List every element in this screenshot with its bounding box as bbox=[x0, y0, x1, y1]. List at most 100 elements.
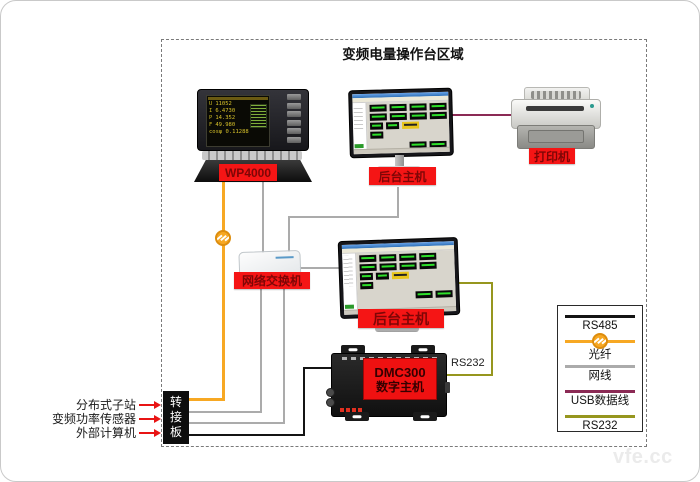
adapter-board: 转接板 bbox=[163, 391, 189, 444]
rs232-wire-label: RS232 bbox=[451, 357, 485, 369]
network-cable-segment bbox=[188, 411, 261, 413]
value-display-block bbox=[379, 254, 397, 262]
window-statusbar bbox=[353, 146, 450, 155]
network-cable-segment bbox=[397, 187, 399, 218]
monitor-stand-base bbox=[375, 326, 419, 332]
monitor-stand bbox=[395, 155, 404, 167]
wp4000-label: WP4000 bbox=[219, 164, 277, 181]
value-row bbox=[369, 111, 449, 121]
dmc300-logo-print bbox=[340, 408, 364, 412]
wp4000-screen-side-panel bbox=[250, 104, 267, 128]
dmc300-bnc-connector bbox=[326, 388, 335, 397]
legend-item-fiber: 光纤 bbox=[558, 333, 642, 363]
dmc300-bnc-connector bbox=[326, 398, 335, 407]
backend-host-middle-label: 后台主机 bbox=[358, 309, 444, 328]
operation-area-title: 变频电量操作台区域 bbox=[342, 47, 464, 62]
wp4000-screen-row: U 11052 bbox=[209, 101, 232, 107]
value-display-block bbox=[409, 112, 427, 120]
external-input-label: 分布式子站 bbox=[75, 398, 136, 412]
arrow-right-icon bbox=[139, 414, 161, 423]
printer-vent bbox=[531, 91, 581, 99]
value-display-block bbox=[429, 111, 447, 120]
monitor-bezel bbox=[348, 87, 454, 159]
wp4000-button bbox=[287, 102, 301, 109]
mounting-tab bbox=[341, 345, 365, 354]
operation-area-boundary bbox=[161, 39, 647, 447]
value-row bbox=[370, 130, 449, 139]
printer-tray bbox=[517, 125, 595, 149]
value-display-block-highlight bbox=[391, 271, 410, 280]
legend-line-net bbox=[565, 365, 635, 368]
watermark: vfe.cc bbox=[613, 446, 673, 468]
dmc300-display-line2: 数字主机 bbox=[375, 379, 424, 394]
wp4000-button bbox=[287, 136, 301, 143]
value-row bbox=[369, 121, 449, 130]
external-input-distributed-substation: 分布式子站 bbox=[35, 396, 161, 413]
rs232-cable-segment bbox=[445, 374, 493, 376]
value-row bbox=[361, 290, 456, 300]
arrow-right-icon bbox=[139, 428, 161, 437]
network-cable-segment bbox=[288, 216, 399, 218]
external-input-label: 外部计算机 bbox=[75, 426, 136, 440]
backend-host-top-label: 后台主机 bbox=[369, 167, 436, 185]
value-display-block bbox=[359, 263, 377, 272]
wp4000-screen: U 11052 I 6.4730 P 14.352 F 49.980 cosφ … bbox=[206, 95, 270, 147]
printer-led bbox=[590, 104, 594, 108]
window-main-area bbox=[366, 100, 450, 150]
rs485-cable-segment bbox=[188, 434, 305, 436]
value-display-block bbox=[429, 102, 447, 111]
mounting-tab bbox=[345, 412, 369, 421]
dmc300-right-port bbox=[445, 382, 450, 393]
wp4000-screen-row: P 14.352 bbox=[209, 115, 236, 121]
external-input-external-computer: 外部计算机 bbox=[35, 424, 161, 441]
value-display-block bbox=[369, 104, 387, 112]
wp4000-button bbox=[287, 94, 301, 100]
wp4000-screen-header bbox=[208, 97, 268, 100]
network-cable-segment bbox=[260, 288, 262, 413]
wp4000-button-column bbox=[287, 94, 303, 145]
dmc300-display: DMC300 数字主机 bbox=[363, 358, 437, 400]
network-switch-accent bbox=[275, 256, 294, 259]
value-display-block bbox=[389, 103, 407, 112]
value-display-block bbox=[435, 290, 453, 298]
value-display-block bbox=[399, 262, 417, 270]
rs232-cable-segment bbox=[491, 283, 493, 376]
arrow-right-icon bbox=[139, 400, 161, 409]
mounting-tab bbox=[411, 345, 435, 354]
legend-item-rs232: RS232 bbox=[558, 415, 642, 438]
rs232-cable-segment bbox=[456, 282, 493, 284]
network-cable-segment bbox=[262, 179, 264, 253]
rs485-cable-segment bbox=[303, 367, 332, 369]
legend-item-net: 网线 bbox=[558, 365, 642, 388]
cable-legend: RS485 光纤 网线 USB数据线 RS232 bbox=[557, 305, 643, 432]
fiber-connector-icon bbox=[592, 333, 608, 349]
wp4000-button bbox=[287, 128, 301, 134]
wp4000-button bbox=[287, 119, 301, 126]
value-display-block bbox=[419, 261, 437, 270]
network-switch-label: 网络交换机 bbox=[234, 272, 310, 289]
network-cable-segment bbox=[283, 288, 285, 424]
legend-line-fiber bbox=[565, 333, 635, 349]
value-display-block bbox=[415, 290, 433, 299]
legend-line-rs232 bbox=[565, 415, 635, 418]
wp4000-button bbox=[287, 111, 301, 117]
value-display-block bbox=[385, 122, 400, 130]
legend-line-rs485 bbox=[565, 315, 635, 318]
legend-line-usb bbox=[565, 390, 635, 393]
value-display-block bbox=[389, 112, 407, 121]
value-display-block bbox=[370, 131, 384, 139]
network-cable-segment bbox=[288, 216, 290, 254]
value-display-block bbox=[379, 263, 397, 271]
value-display-block bbox=[369, 113, 387, 121]
value-display-block bbox=[409, 103, 427, 111]
printer-device bbox=[511, 87, 601, 167]
network-cable-segment bbox=[188, 422, 284, 424]
monitor-bezel bbox=[337, 236, 461, 320]
legend-item-rs485: RS485 bbox=[558, 315, 642, 338]
legend-item-usb: USB数据线 bbox=[558, 390, 642, 413]
fiber-cable-segment bbox=[222, 179, 225, 401]
value-display-block bbox=[399, 253, 417, 261]
value-display-block bbox=[359, 254, 377, 263]
wp4000-screen-row: F 49.980 bbox=[209, 122, 236, 128]
